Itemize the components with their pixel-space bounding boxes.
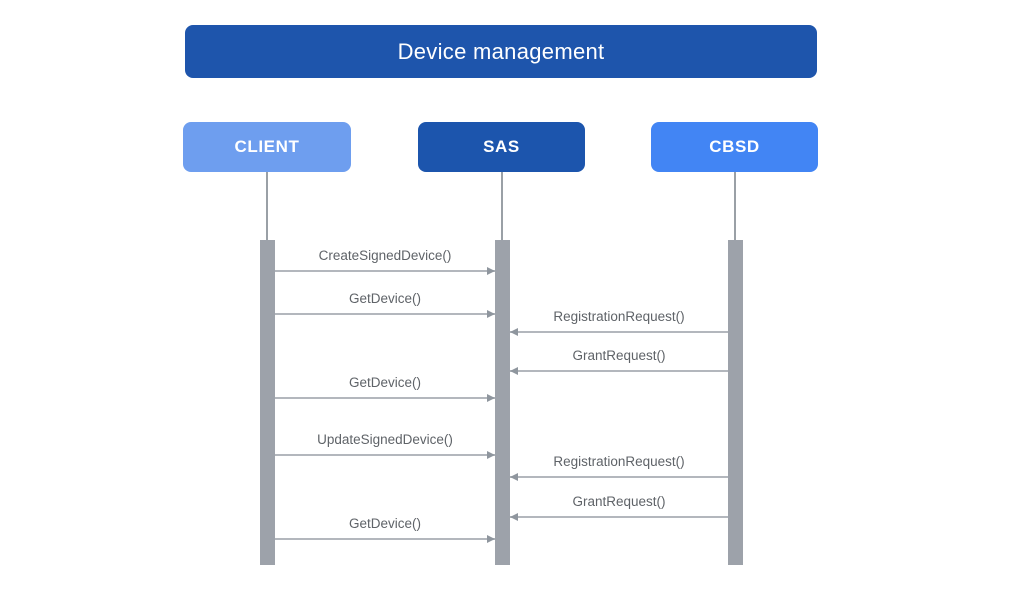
- arrowhead-right-icon: [487, 310, 495, 318]
- arrowhead-right-icon: [487, 394, 495, 402]
- message-create-signed-device: CreateSignedDevice(): [275, 248, 495, 275]
- message-get-device-1: GetDevice(): [275, 291, 495, 318]
- message-label: GetDevice(): [348, 375, 421, 390]
- arrowhead-left-icon: [510, 328, 518, 336]
- message-label: GetDevice(): [348, 291, 421, 306]
- actor-box-sas: SAS: [418, 122, 585, 172]
- arrowhead-right-icon: [487, 535, 495, 543]
- activation-bar-cbsd: [728, 240, 743, 565]
- message-label: GetDevice(): [348, 516, 421, 531]
- message-label: UpdateSignedDevice(): [317, 432, 453, 447]
- activation-bar-client: [260, 240, 275, 565]
- actor-label-cbsd: CBSD: [709, 137, 760, 156]
- lifeline-sas: [501, 172, 503, 240]
- diagram-title: Device management: [185, 25, 817, 78]
- message-label: RegistrationRequest(): [553, 454, 685, 469]
- arrowhead-right-icon: [487, 451, 495, 459]
- activation-bar-sas: [495, 240, 510, 565]
- message-label: GrantRequest(): [572, 348, 666, 363]
- message-label: CreateSignedDevice(): [318, 248, 452, 263]
- message-label: GrantRequest(): [572, 494, 666, 509]
- message-registration-request-1: RegistrationRequest(): [510, 309, 728, 336]
- actor-box-cbsd: CBSD: [651, 122, 818, 172]
- message-grant-request-2: GrantRequest(): [510, 494, 728, 521]
- actor-label-client: CLIENT: [234, 137, 300, 156]
- arrowhead-left-icon: [510, 473, 518, 481]
- diagram-title-label: Device management: [397, 38, 605, 64]
- actor-box-client: CLIENT: [183, 122, 351, 172]
- message-get-device-3: GetDevice(): [275, 516, 495, 543]
- message-grant-request-1: GrantRequest(): [510, 348, 728, 375]
- lifeline-cbsd: [734, 172, 736, 240]
- arrowhead-left-icon: [510, 367, 518, 375]
- message-registration-request-2: RegistrationRequest(): [510, 454, 728, 481]
- arrowhead-left-icon: [510, 513, 518, 521]
- lifeline-client: [266, 172, 268, 240]
- message-label: RegistrationRequest(): [553, 309, 685, 324]
- message-get-device-2: GetDevice(): [275, 375, 495, 402]
- actor-label-sas: SAS: [483, 137, 520, 156]
- message-update-signed-device: UpdateSignedDevice(): [275, 432, 495, 459]
- arrowhead-right-icon: [487, 267, 495, 275]
